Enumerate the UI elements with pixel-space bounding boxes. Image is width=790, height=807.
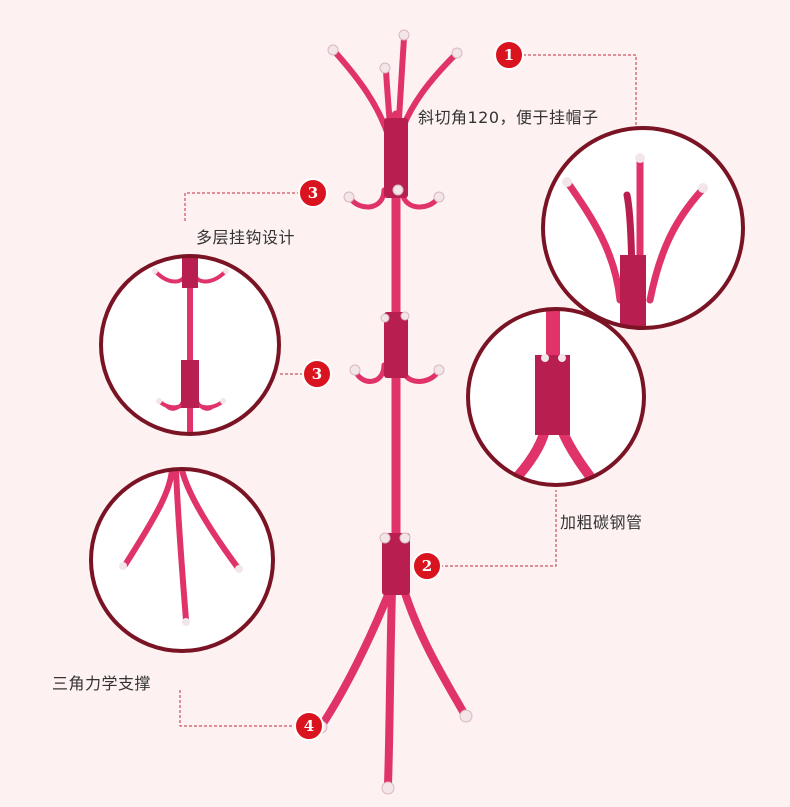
- callout-3-label: 多层挂钩设计: [196, 228, 296, 247]
- callout-2-label: 加粗碳钢管: [560, 513, 643, 532]
- badge-4: 4: [294, 711, 324, 741]
- leader-lines: [179, 54, 637, 727]
- leader-line-3a: [184, 192, 300, 222]
- badge-4-number: 4: [304, 717, 314, 735]
- detail-circle-top-arms: [541, 126, 745, 330]
- badge-1-number: 1: [504, 46, 514, 64]
- detail-circle-hooks: [99, 254, 281, 436]
- leader-line-1: [523, 54, 637, 130]
- badge-3a-number: 3: [308, 184, 318, 202]
- badge-3b-number: 3: [312, 365, 322, 383]
- badge-2-number: 2: [422, 557, 432, 575]
- leader-line-2: [440, 490, 557, 567]
- callout-4-label: 三角力学支撑: [52, 674, 152, 693]
- badge-2: 2: [412, 551, 442, 581]
- detail-circle-legs: [89, 467, 275, 653]
- detail-circle-connector: [466, 307, 646, 487]
- callout-1-label: 斜切角120，便于挂帽子: [418, 108, 599, 127]
- badge-3b: 3: [302, 359, 332, 389]
- badge-3a: 3: [298, 178, 328, 208]
- leader-line-4: [179, 690, 296, 727]
- rack-connectors: [382, 118, 410, 595]
- rack-caps: [314, 29, 473, 795]
- badge-1: 1: [494, 40, 524, 70]
